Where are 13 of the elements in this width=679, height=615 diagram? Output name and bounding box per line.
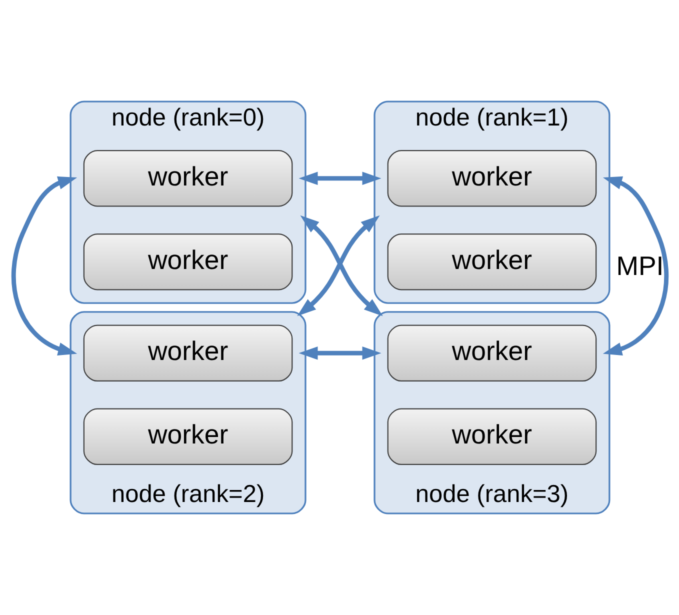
node-box: worker bbox=[82, 150, 292, 207]
arrow bbox=[602, 176, 668, 356]
edge-label: MPI bbox=[616, 250, 664, 281]
node-box: worker bbox=[386, 150, 596, 207]
node-box: worker bbox=[82, 408, 292, 466]
node-box: worker bbox=[82, 324, 292, 382]
node-box: worker bbox=[386, 324, 596, 382]
arrow bbox=[298, 172, 381, 185]
node-box: worker bbox=[82, 233, 292, 290]
node-box: worker bbox=[386, 408, 596, 466]
node-box: worker bbox=[386, 233, 596, 290]
arrow bbox=[11, 176, 77, 356]
arrow bbox=[298, 346, 381, 360]
